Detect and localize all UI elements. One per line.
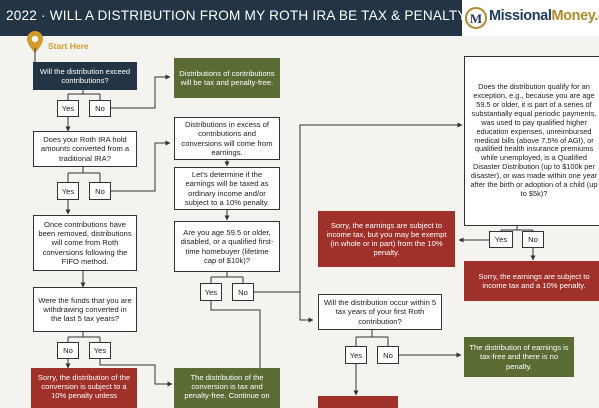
outcome-partial-red-box xyxy=(318,396,398,408)
answer-yes-exceed: Yes xyxy=(57,100,79,117)
answer-no-age: No xyxy=(232,283,254,301)
logo-text-primary: Missional xyxy=(489,8,552,24)
question-exceed-contributions: Will the distribution exceed contributio… xyxy=(33,62,137,90)
outcome-tax-maybe-exempt: Sorry, the earnings are subject to incom… xyxy=(318,211,455,267)
answer-yes-five-years: Yes xyxy=(89,342,111,359)
location-pin-icon xyxy=(27,31,43,53)
logo-mark-icon: M xyxy=(465,7,487,29)
outcome-tax-and-penalty: Sorry, the earnings are subject to incom… xyxy=(464,261,599,301)
svg-text:M: M xyxy=(470,11,482,26)
start-label: Start Here xyxy=(48,41,89,51)
answer-no-converted: No xyxy=(89,182,111,200)
outcome-conversion-free: The distribution of the conversion is ta… xyxy=(174,368,280,408)
question-age-disabled-homebuyer: Are you age 59.5 or older, disabled, or … xyxy=(174,221,280,272)
answer-no-five-years: No xyxy=(57,342,79,359)
outcome-contributions-free: Distributions of contributions will be t… xyxy=(174,58,280,98)
answer-yes-exception: Yes xyxy=(489,231,513,248)
note-fifo: Once contributions have been removed, di… xyxy=(33,215,137,271)
outcome-earnings-tax-free: The distribution of earnings is tax-free… xyxy=(464,337,574,377)
logo: M MissionalMoney.com xyxy=(462,0,599,36)
question-hold-converted: Does your Roth IRA hold amounts converte… xyxy=(33,131,137,167)
note-excess-earnings: Distributions in excess of contributions… xyxy=(174,117,280,160)
page-title: 2022 · WILL A DISTRIBUTION FROM MY ROTH … xyxy=(6,8,515,23)
note-determine-tax: Let's determine if the earnings will be … xyxy=(174,167,280,210)
outcome-conversion-penalty: Sorry, the distribution of the conversio… xyxy=(31,368,137,408)
answer-no-within-five: No xyxy=(377,346,399,364)
header-bar: 2022 · WILL A DISTRIBUTION FROM MY ROTH … xyxy=(0,0,515,36)
answer-yes-converted: Yes xyxy=(57,182,79,200)
logo-text-secondary: Money.com xyxy=(551,8,599,24)
question-exception: Does the distribution qualify for an exc… xyxy=(464,56,599,226)
answer-no-exception: No xyxy=(522,231,544,248)
answer-yes-age: Yes xyxy=(200,283,222,301)
answer-no-exceed: No xyxy=(89,100,111,117)
question-five-tax-years: Were the funds that you are withdrawing … xyxy=(33,287,137,332)
question-within-five-years: Will the distribution occur within 5 tax… xyxy=(318,294,442,330)
answer-yes-within-five: Yes xyxy=(345,346,367,364)
